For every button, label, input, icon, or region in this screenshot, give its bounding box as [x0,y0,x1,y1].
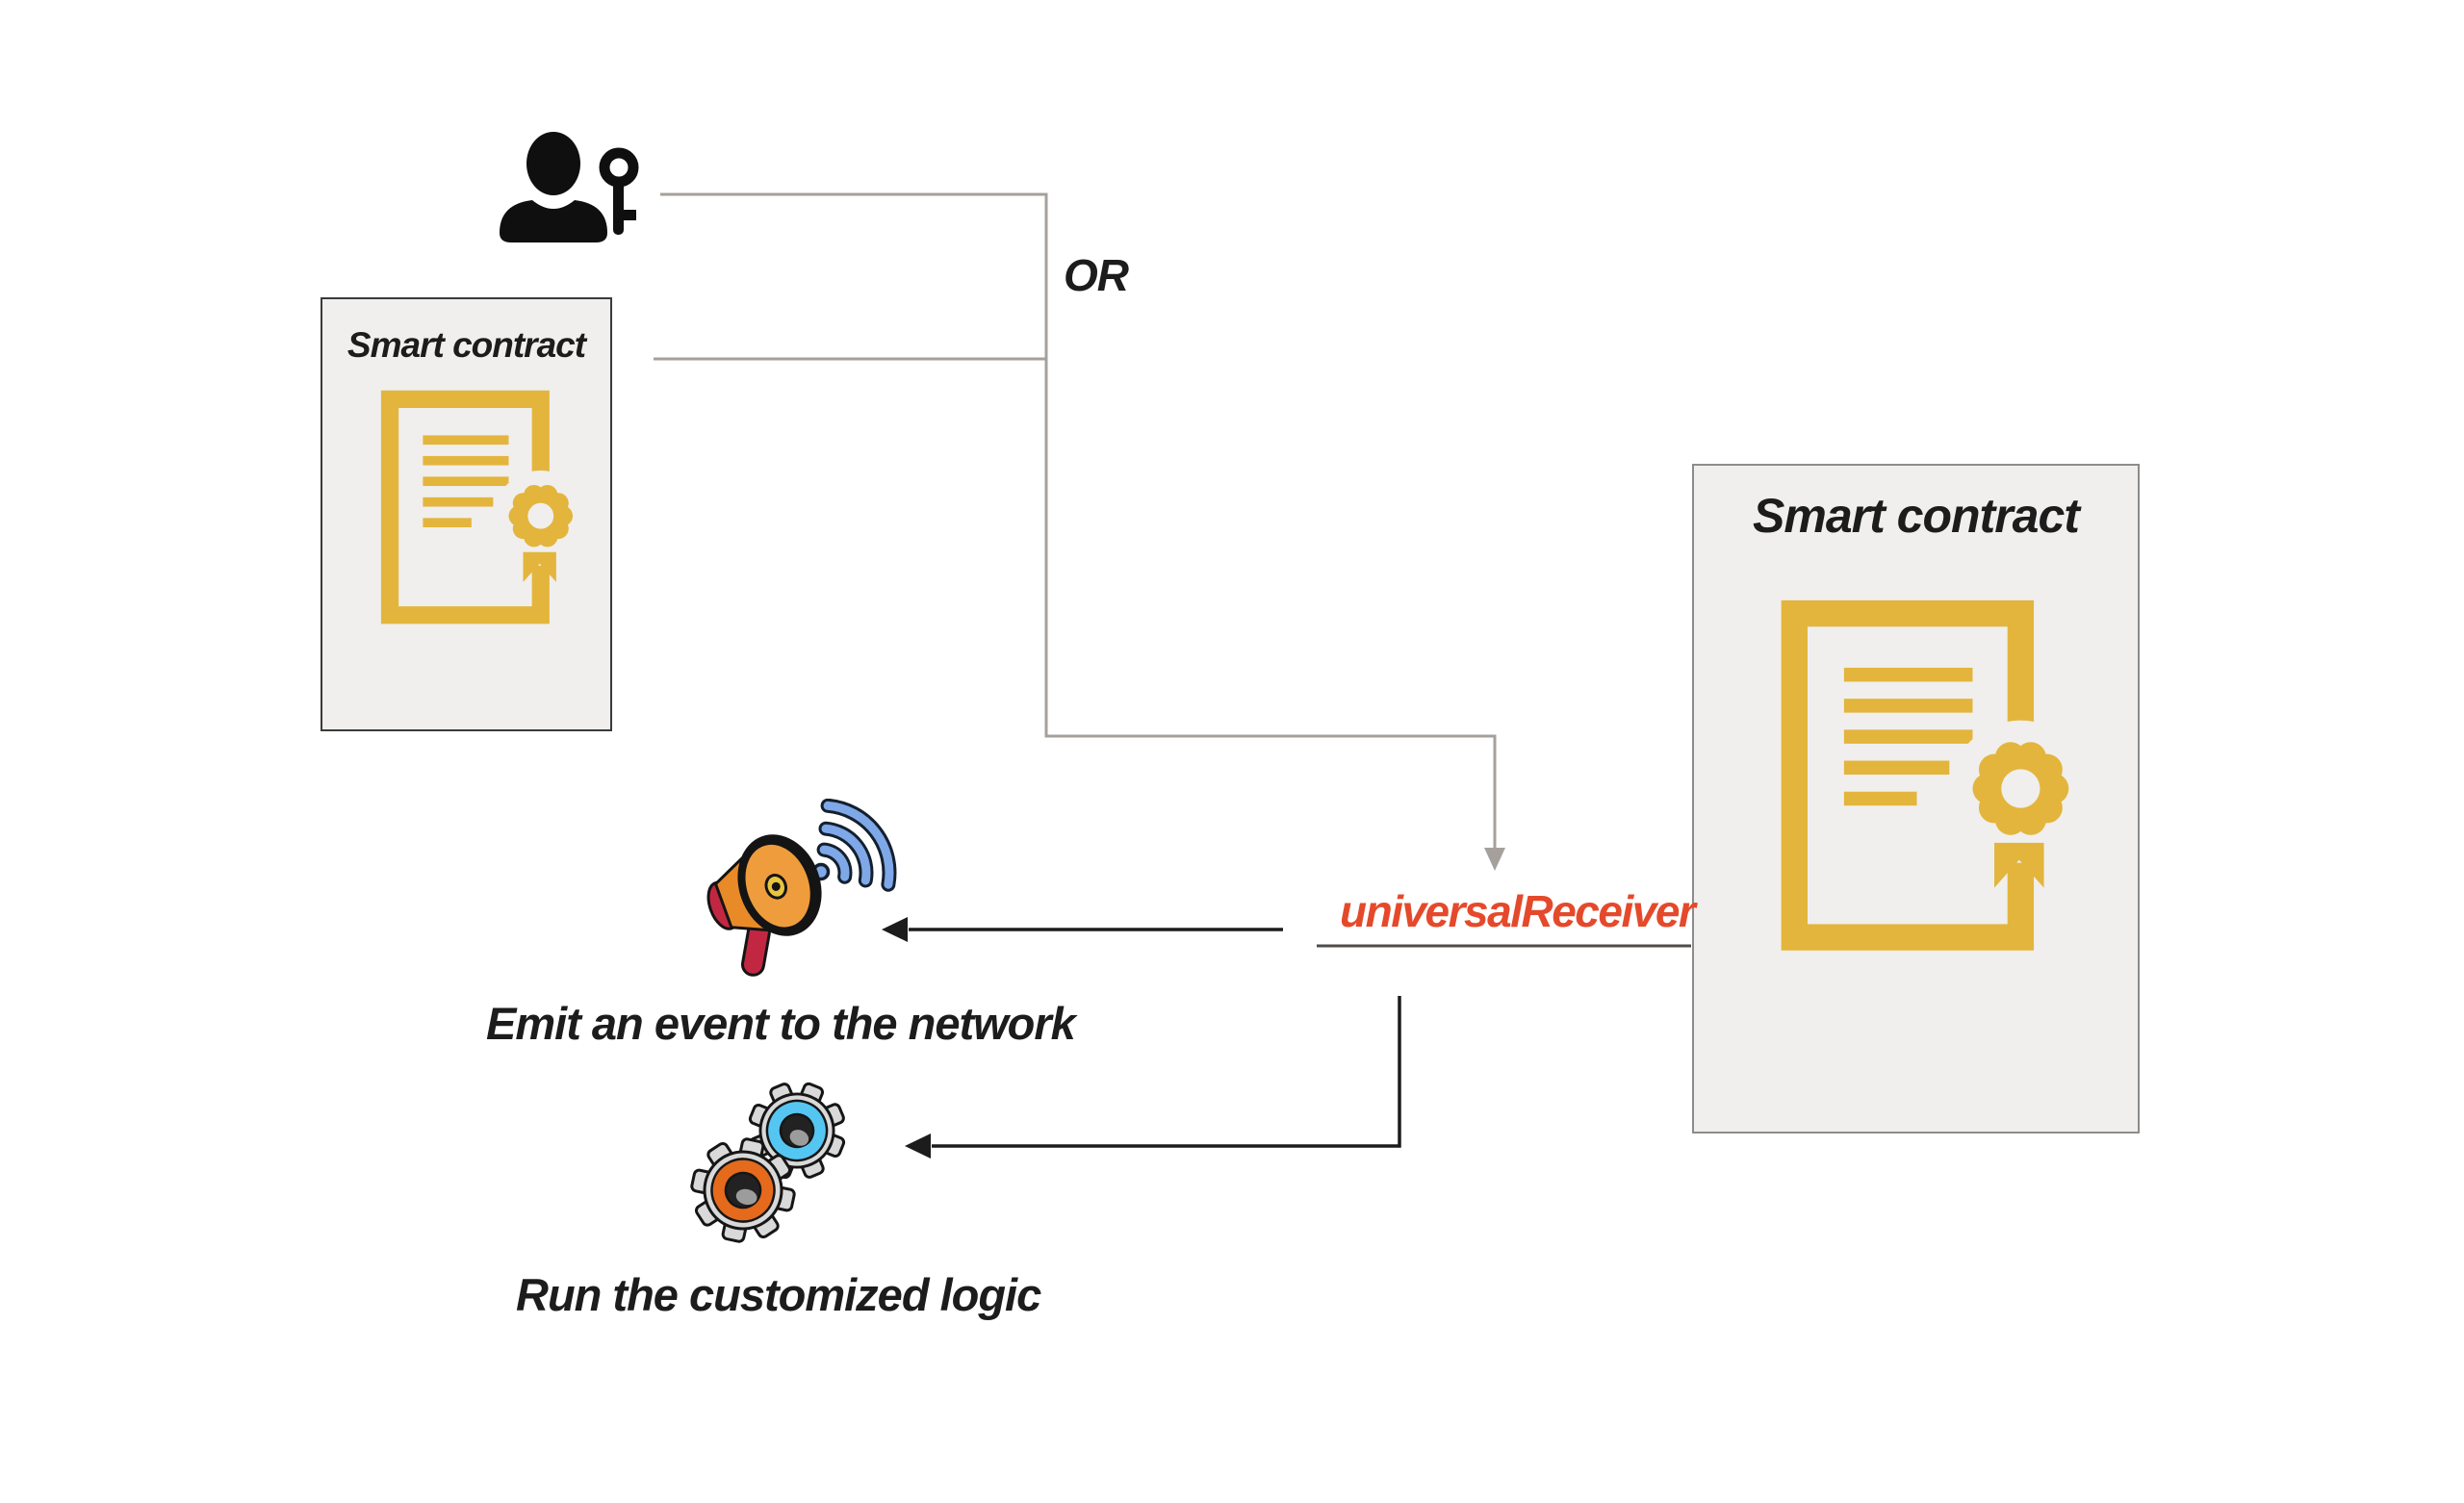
smart-contract-box-right: Smart contract [1692,464,2140,1134]
certificate-text-lines [1843,667,1973,806]
certificate-ribbon [1994,842,2044,888]
key-tooth [622,210,636,220]
key-bow [599,147,639,188]
or-label: OR [1064,250,1129,300]
key-stem [613,181,624,235]
black-arrowhead-left-icon [905,1134,931,1159]
smart-contract-title: Smart contract [346,325,586,365]
person-shoulders [500,200,607,242]
gear-blue [748,1082,846,1180]
universalreceiver-label: universalReceiver [1340,886,1696,936]
gear-orange [690,1137,796,1243]
certificate-seal-hole [2001,769,2040,808]
certificate-text-lines [423,435,509,527]
certificate-seal-hole [527,502,554,529]
sound-waves-icon [811,799,897,892]
smart-contract-title: Smart contract [1753,489,2080,543]
megaphone-body [706,834,822,977]
certificate-icon [380,390,584,624]
person-key-icon [500,132,639,242]
certificate-icon [1781,599,2086,951]
person-head [526,132,580,195]
smart-contract-box-left: Smart contract [321,297,612,731]
certificate-ribbon [523,551,556,582]
run-logic-label: Run the customized logic [516,1269,1041,1320]
megaphone-icon [706,799,897,977]
gray-arrowhead-down-icon [1484,848,1505,871]
gears-icon [690,1082,846,1243]
emit-event-label: Emit an event to the network [486,998,1076,1049]
